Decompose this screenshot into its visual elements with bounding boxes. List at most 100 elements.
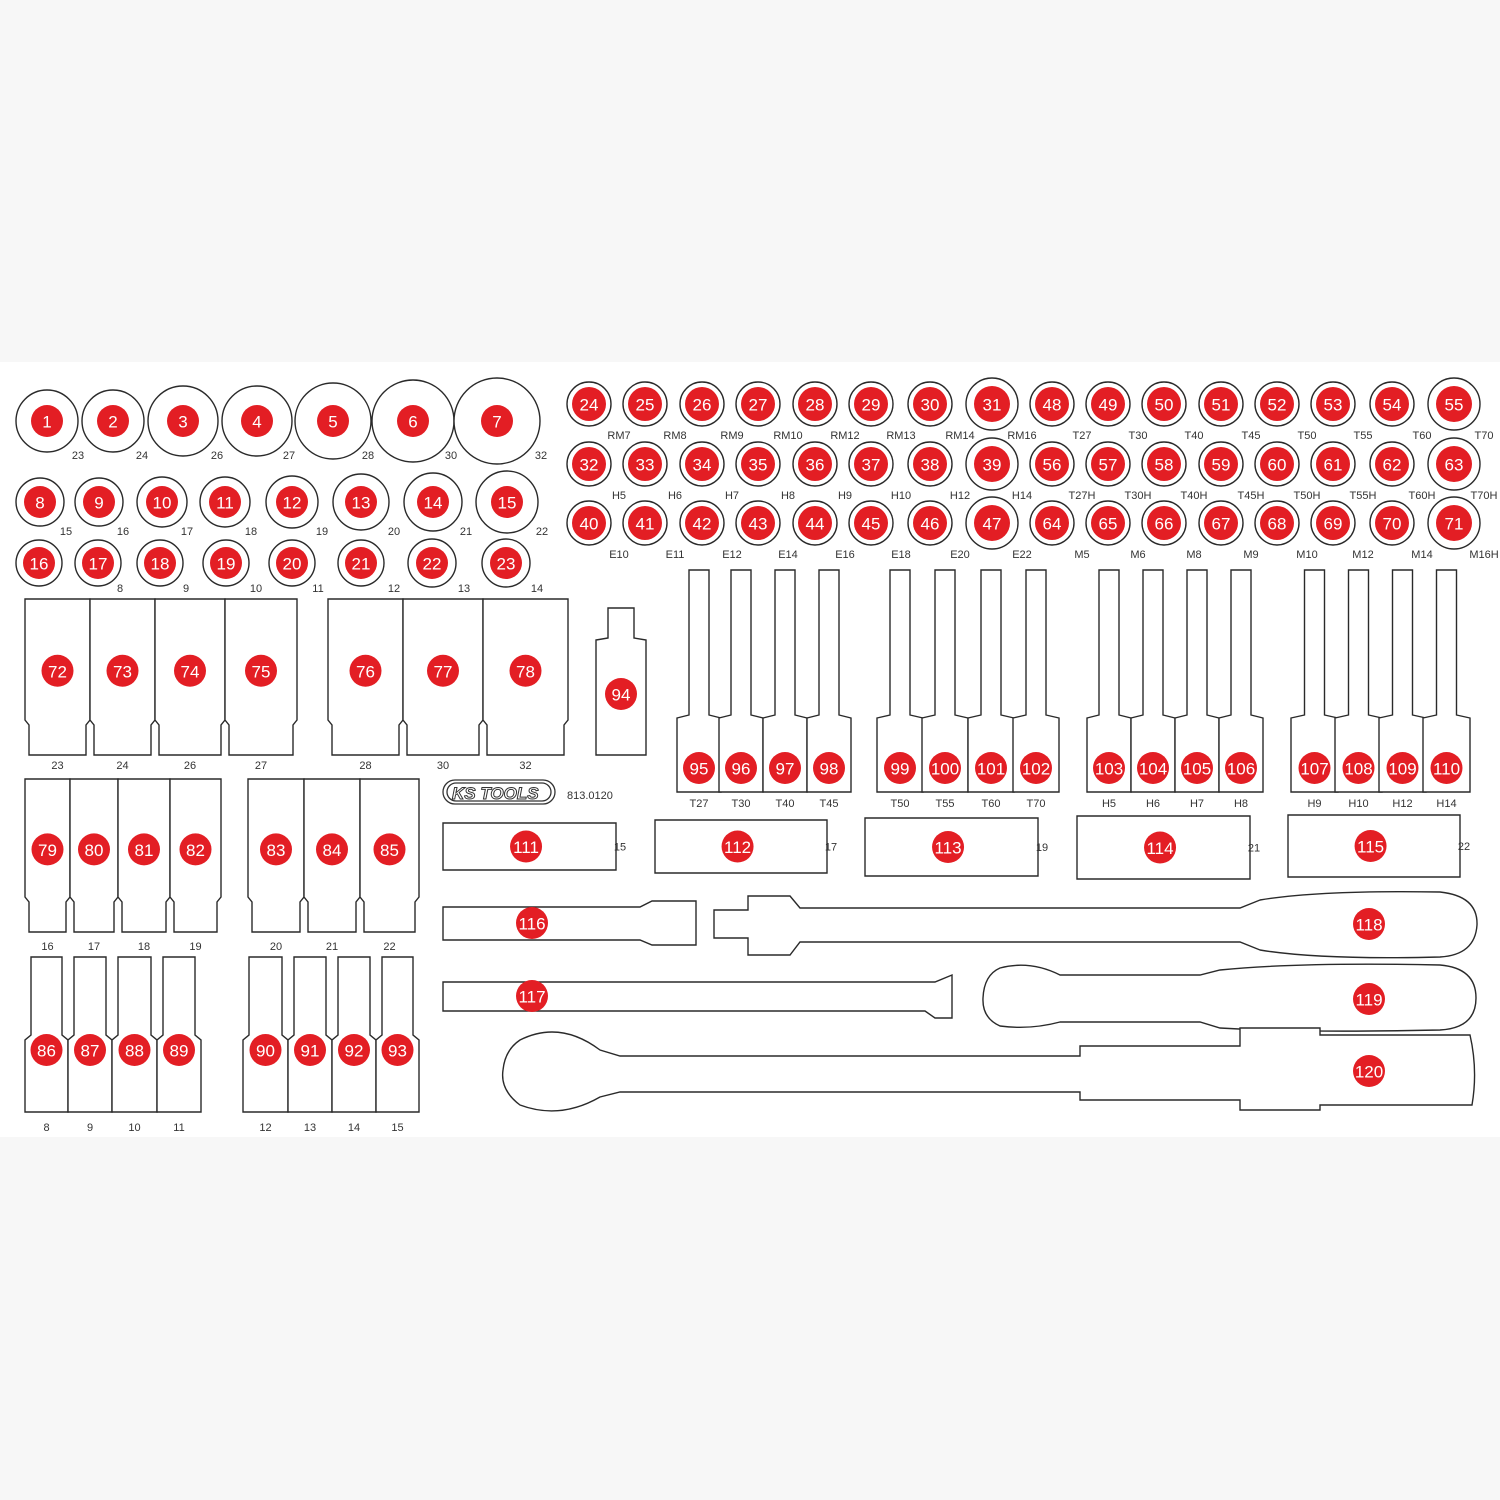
tray-slot-87[interactable]: 879 [67,956,113,1134]
tray-slot-17[interactable]: 178 [74,539,123,595]
tray-slot-1[interactable]: 123 [15,389,84,462]
tray-slot-8[interactable]: 815 [15,477,72,538]
tray-slot-116[interactable]: 116 [442,900,697,946]
tray-slot-7[interactable]: 732 [453,377,547,465]
tray-slot-119[interactable]: 119 [982,963,1477,1032]
tray-slot-5[interactable]: 528 [294,382,374,462]
tray-slot-18[interactable]: 189 [136,539,189,595]
tray-slot-4[interactable]: 427 [221,385,295,462]
tray-slot-16[interactable]: 16 [15,539,63,587]
tray-slot-9[interactable]: 916 [74,477,129,538]
tray-slot-2[interactable]: 224 [81,389,148,462]
tray-slot-117[interactable]: 117 [442,973,953,1019]
tray-slot-120[interactable]: 120 [501,1027,1476,1112]
tray-slot-94[interactable]: 94 [595,607,647,756]
tray-slot-118[interactable]: 118 [713,890,1478,959]
